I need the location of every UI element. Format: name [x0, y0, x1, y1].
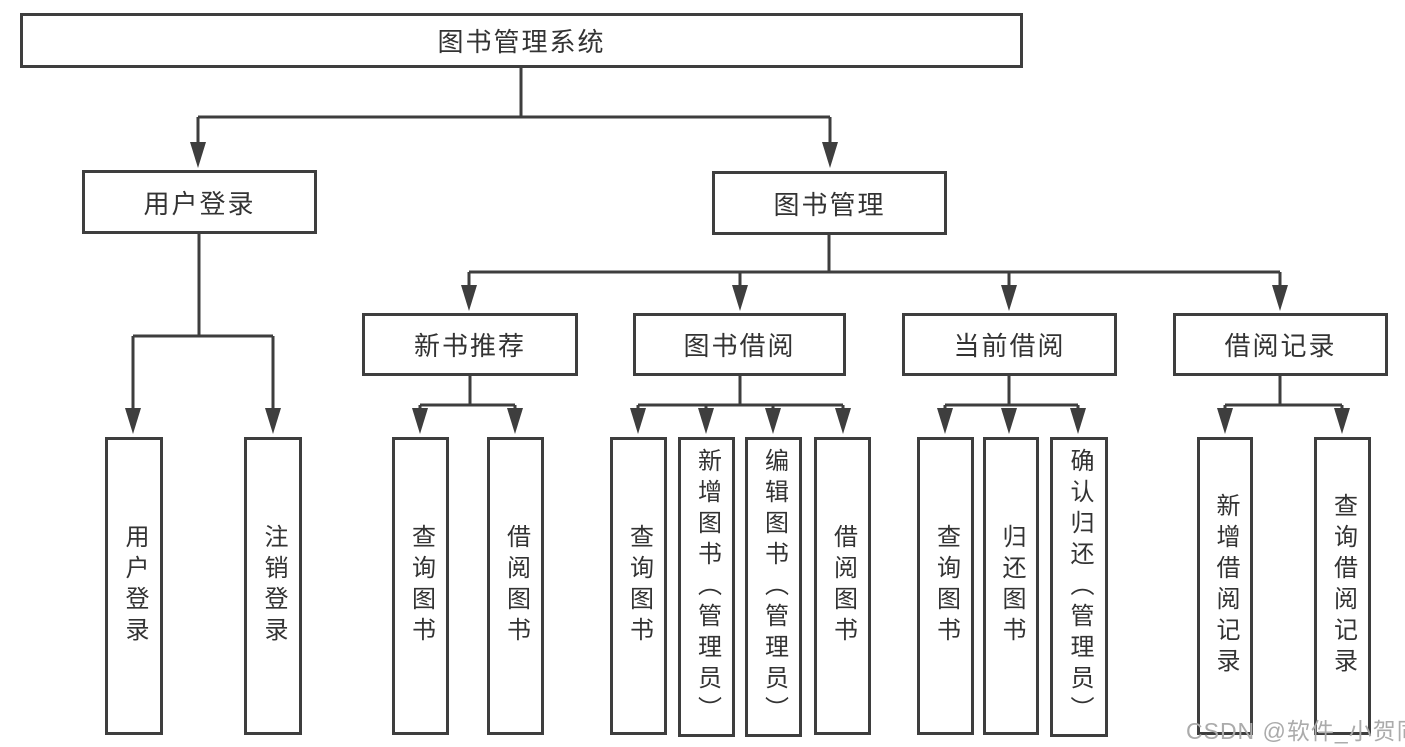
node-nb-borrow-books: 借阅图书 — [487, 437, 544, 735]
node-current-borrowing: 当前借阅 — [902, 313, 1117, 376]
node-user-login: 用户登录 — [82, 170, 317, 234]
node-cb-return-books: 归还图书 — [983, 437, 1039, 735]
node-book-management: 图书管理 — [712, 171, 947, 235]
node-logout: 注销登录 — [244, 437, 302, 735]
node-br-query-record: 查询借阅记录 — [1314, 437, 1371, 735]
node-bb-edit-book-admin: 编辑图书（管理员） — [745, 437, 802, 737]
node-bb-add-book-admin: 新增图书（管理员） — [678, 437, 735, 737]
node-user-login-leaf: 用户登录 — [105, 437, 163, 735]
node-nb-query-books: 查询图书 — [392, 437, 449, 735]
node-cb-query-books: 查询图书 — [917, 437, 974, 735]
node-book-borrowing: 图书借阅 — [633, 313, 846, 376]
node-cb-confirm-return-admin: 确认归还（管理员） — [1050, 437, 1108, 737]
node-bb-query-books: 查询图书 — [610, 437, 667, 735]
node-borrowing-records: 借阅记录 — [1173, 313, 1388, 376]
csdn-watermark: CSDN @软件_小贺同学 — [1186, 718, 1405, 744]
node-br-add-record: 新增借阅记录 — [1197, 437, 1253, 735]
node-root: 图书管理系统 — [20, 13, 1023, 68]
node-bb-borrow-books: 借阅图书 — [814, 437, 871, 735]
node-new-book-recommend: 新书推荐 — [362, 313, 578, 376]
